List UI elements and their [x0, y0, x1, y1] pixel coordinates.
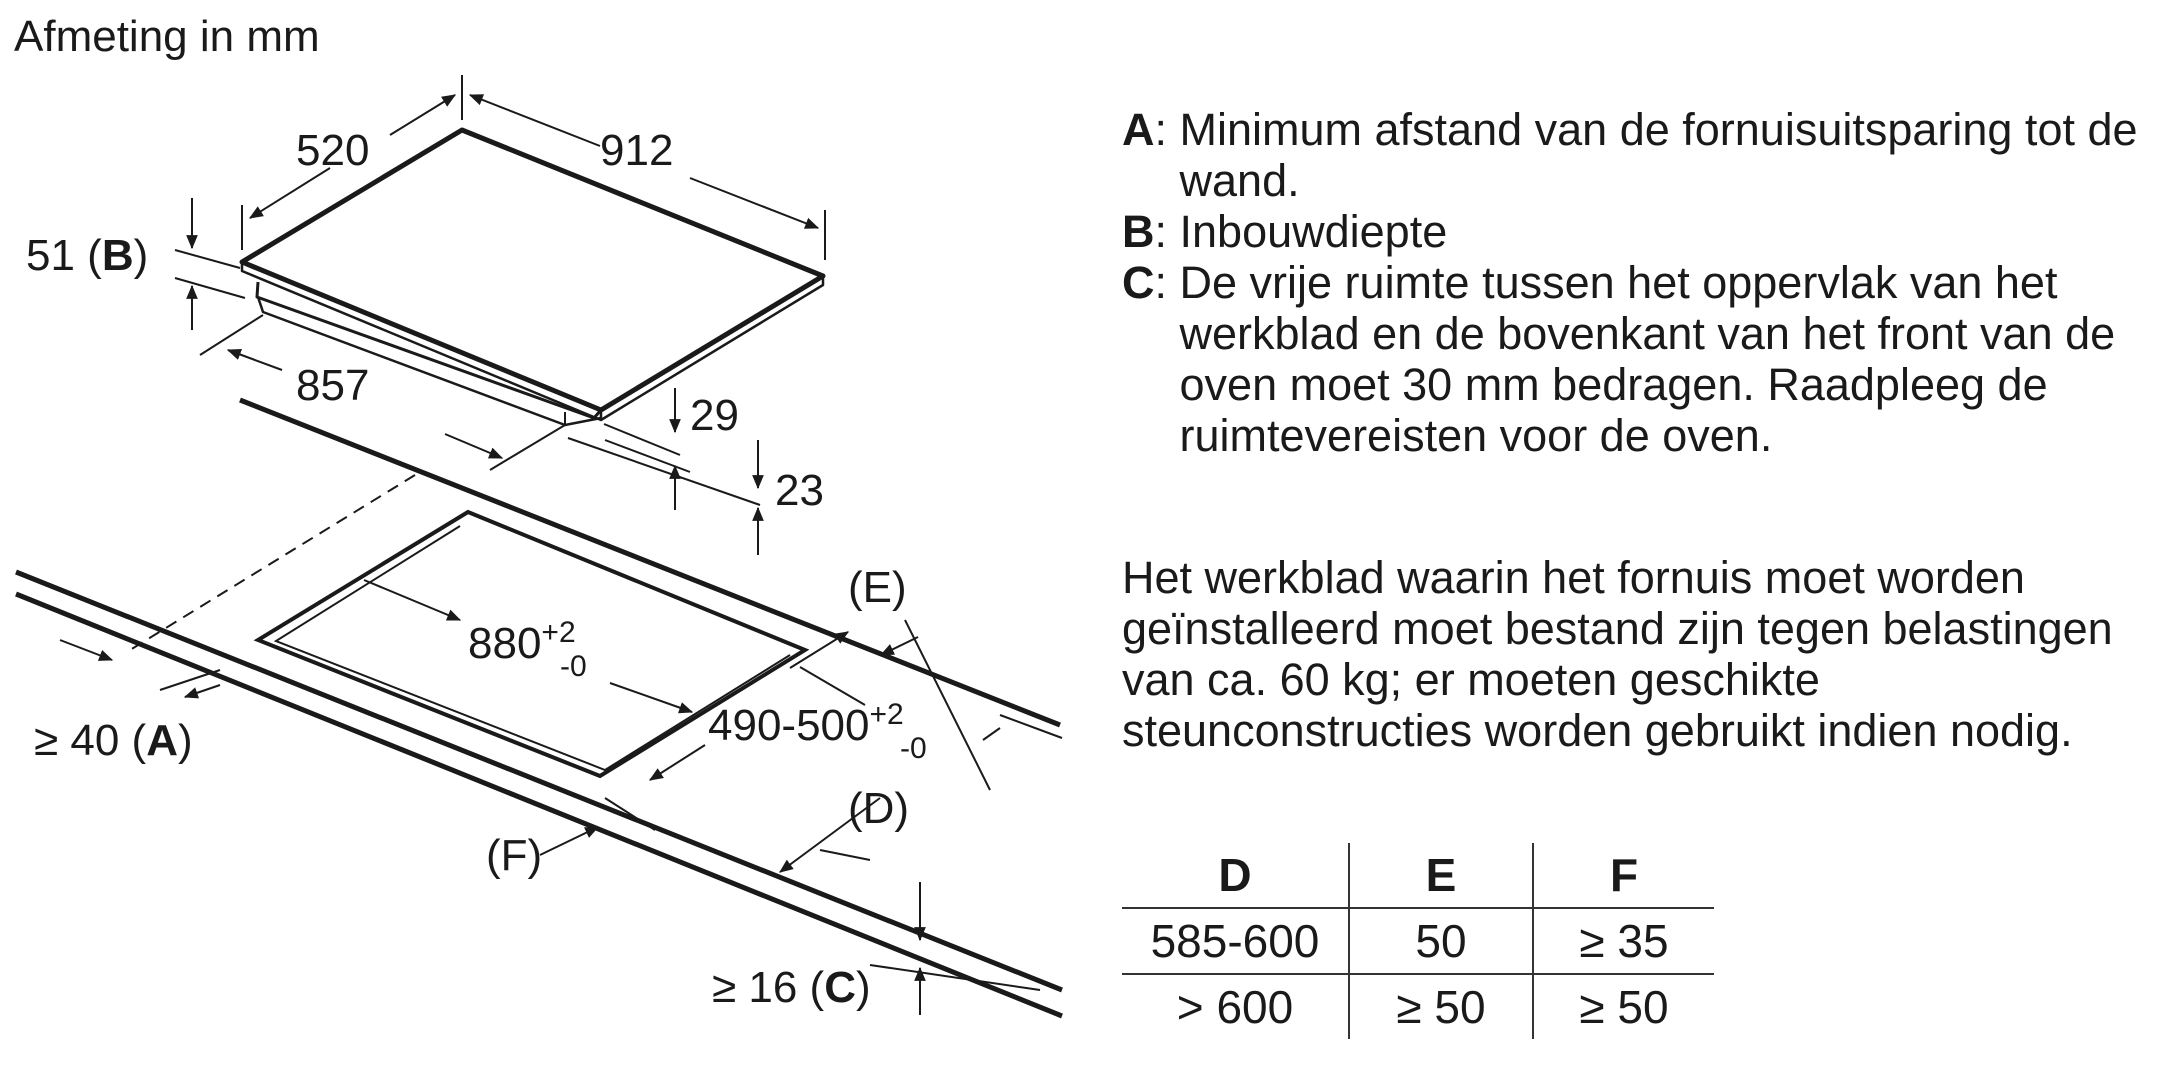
cutout-outline [253, 509, 810, 779]
table-header-row: D E F [1122, 843, 1714, 909]
dim-23-label: 23 [775, 466, 824, 515]
dimension-lines [59, 75, 1063, 1015]
spec-table: D E F 585-600 50 ≥ 35 > 600 ≥ 50 ≥ 50 [1122, 843, 1714, 1039]
hob-depth-label: 520 [296, 126, 369, 175]
legend-key: C [1122, 257, 1155, 308]
legend-text: Minimum afstand van de fornuisuitsparing… [1179, 104, 2138, 206]
height-label: 51 (B) [26, 231, 148, 280]
label-d: (D) [848, 784, 909, 833]
table-cell: 50 [1349, 908, 1534, 975]
cutout-width-label: 880+2-0 [468, 616, 587, 683]
legend-text: Inbouwdiepte [1179, 206, 1448, 257]
legend-item-c: C: De vrije ruimte tussen het oppervlak … [1122, 257, 2142, 461]
legend-key: A [1122, 104, 1155, 155]
label-c: ≥ 16 (C) [712, 963, 871, 1012]
page-title: Afmeting in mm [14, 12, 320, 61]
table-header: D [1122, 843, 1350, 909]
label-e: (E) [848, 563, 907, 612]
label-f: (F) [486, 831, 542, 880]
legend: A: Minimum afstand van de fornuisuitspar… [1122, 104, 2142, 461]
legend-text: De vrije ruimte tussen het oppervlak van… [1179, 257, 2116, 461]
table-header: E [1349, 843, 1534, 909]
table-cell: 585-600 [1122, 908, 1350, 975]
installation-diagram: 912 520 51 (B) 857 29 23 880+2-0 490-500… [15, 75, 1063, 1019]
legend-item-a: A: Minimum afstand van de fornuisuitspar… [1122, 104, 2142, 206]
legend-key: B [1122, 206, 1155, 257]
dim-29-label: 29 [690, 391, 739, 440]
bottom-width-label: 857 [296, 361, 369, 410]
table-cell: ≥ 35 [1533, 908, 1714, 975]
label-a: ≥ 40 (A) [34, 716, 193, 765]
table-row: 585-600 50 ≥ 35 [1122, 908, 1714, 975]
table-cell: > 600 [1122, 974, 1350, 1039]
table-row: > 600 ≥ 50 ≥ 50 [1122, 974, 1714, 1039]
table-cell: ≥ 50 [1349, 974, 1534, 1039]
countertop [15, 397, 1063, 1019]
legend-item-b: B: Inbouwdiepte [1122, 206, 2142, 257]
load-bearing-note: Het werkblad waarin het fornuis moet wor… [1122, 552, 2113, 756]
cutout-depth-label: 490-500+2-0 [708, 698, 927, 765]
hob-width-label: 912 [600, 126, 673, 175]
table-header: F [1533, 843, 1714, 909]
table-cell: ≥ 50 [1579, 981, 1669, 1033]
